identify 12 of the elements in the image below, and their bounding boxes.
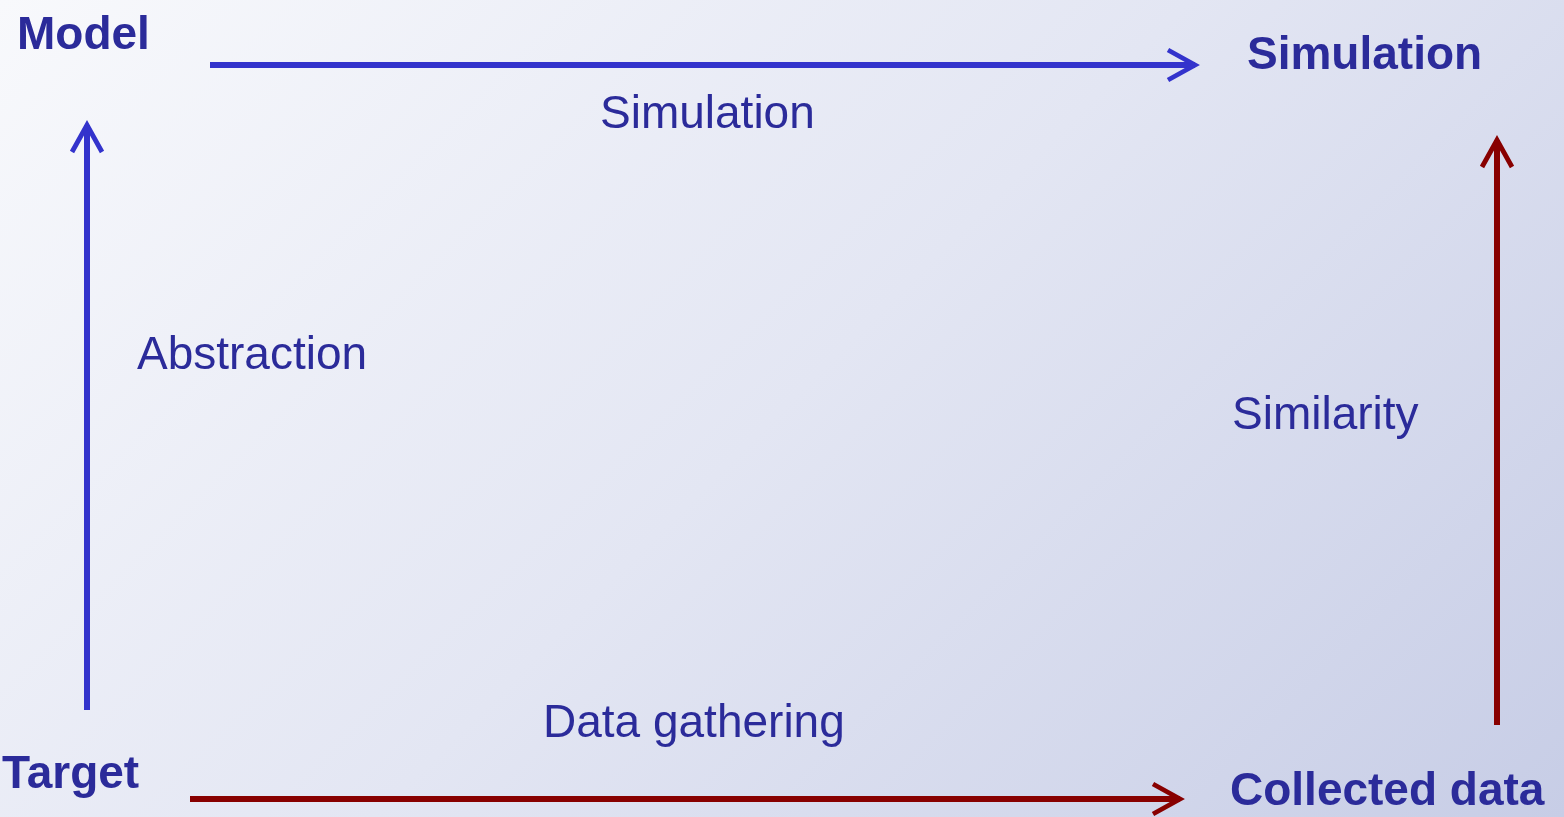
node-label: Simulation [1195, 25, 1555, 140]
arrow [1479, 137, 1515, 725]
arrow [69, 122, 105, 710]
arrow [210, 47, 1198, 83]
node-label: Model [10, 5, 210, 125]
edge-label: Similarity [1232, 387, 1419, 439]
arrow [190, 781, 1183, 817]
edge-label: Data gathering [543, 695, 845, 747]
edge-label: Abstraction [137, 327, 368, 379]
edge-label: Simulation [600, 86, 815, 138]
node-label: Collected data [1180, 725, 1564, 817]
node-label: Target [0, 710, 190, 810]
